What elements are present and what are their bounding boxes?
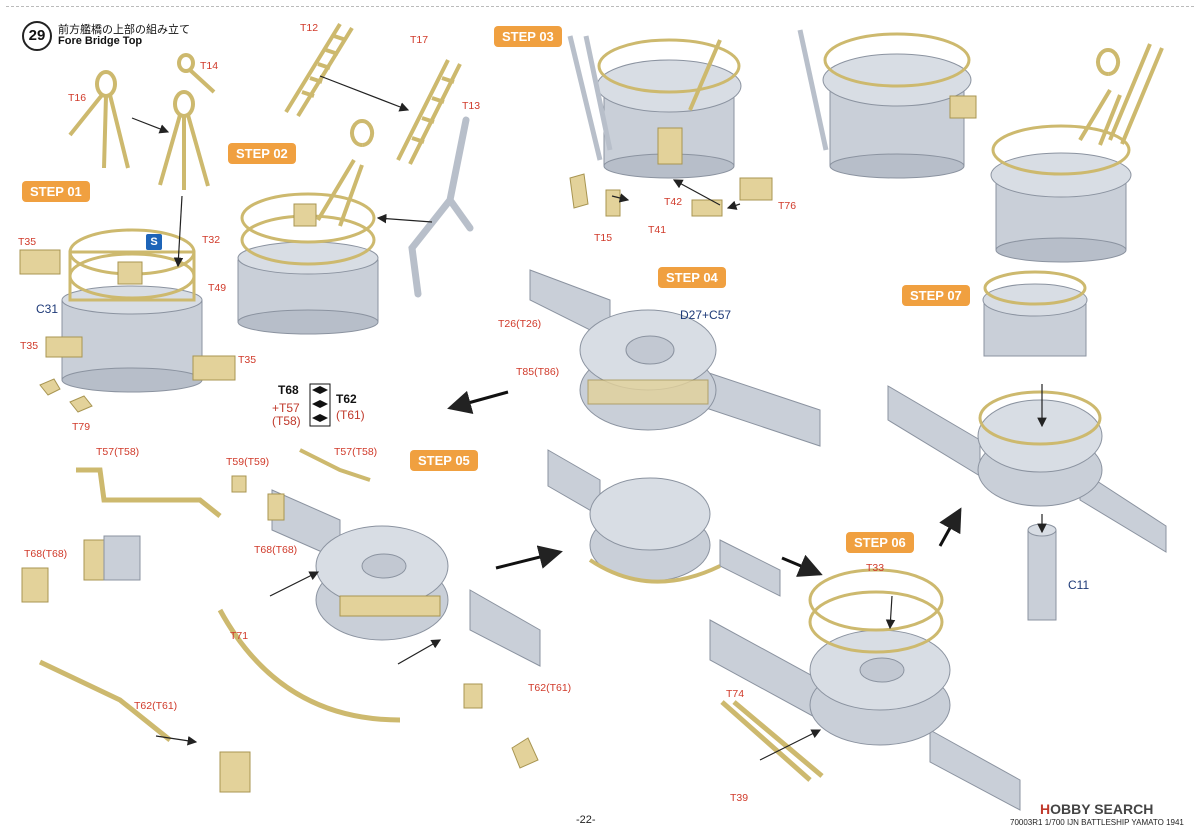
step-01-badge: STEP 01 <box>22 181 90 202</box>
label-t14: T14 <box>200 60 219 72</box>
label-t79: T79 <box>72 421 91 433</box>
label-t62-a: T62(T61) <box>134 700 178 712</box>
label-t71: T71 <box>230 630 249 642</box>
watermark: HOBBY SEARCH <box>1040 801 1153 817</box>
label-t41: T41 <box>648 224 667 236</box>
part-t35-left <box>19 249 61 275</box>
watermark-logo: H <box>1040 801 1051 817</box>
label-t33: T33 <box>866 562 885 574</box>
label-t57-b: T57(T58) <box>334 446 378 458</box>
step-05-badge: STEP 05 <box>410 450 478 471</box>
mast-t13 <box>408 116 474 298</box>
tripod-parts <box>68 53 216 190</box>
label-t16: T16 <box>68 92 87 104</box>
step01-bridge-tower <box>19 228 236 413</box>
completed-tower-b <box>990 43 1164 263</box>
apply-symbol-icon <box>309 383 331 427</box>
assembly-arrows <box>131 75 1047 761</box>
title-english: Fore Bridge Top <box>58 35 143 47</box>
label-t68-note: T68 <box>278 383 299 397</box>
step04-rangefinder <box>529 269 821 447</box>
ladder-t17 <box>396 59 462 165</box>
label-t49: T49 <box>208 282 227 294</box>
label-t62-b: T62(T61) <box>528 682 572 694</box>
label-c31: C31 <box>36 302 59 316</box>
step02-bridge-tower <box>237 119 379 335</box>
page-number: -22- <box>576 814 596 826</box>
step-04-badge: STEP 04 <box>658 267 726 288</box>
label-t57-a: T57(T58) <box>96 446 140 458</box>
step-number-circle: 29 <box>22 21 52 51</box>
label-t85: T85(T86) <box>516 366 560 378</box>
title-japanese: 前方艦橋の上部の組み立て <box>58 23 190 36</box>
label-t35-a: T35 <box>18 236 37 248</box>
label-t59: T59(T59) <box>226 456 270 468</box>
label-t68-b: T68(T68) <box>254 544 298 556</box>
label-t76: T76 <box>778 200 797 212</box>
completed-tower-a <box>797 29 977 179</box>
label-t35-c: T35 <box>238 354 257 366</box>
label-t26: T26(T26) <box>498 318 542 330</box>
step-06-badge: STEP 06 <box>846 532 914 553</box>
part-c11-column <box>1027 529 1057 621</box>
watermark-text: OBBY SEARCH <box>1050 801 1154 817</box>
step05-rangefinder <box>271 489 541 667</box>
label-t39: T39 <box>730 792 749 804</box>
step-transition-arrows <box>447 390 962 577</box>
label-t35-b: T35 <box>20 340 39 352</box>
step-02-badge: STEP 02 <box>228 143 296 164</box>
s-mark-icon: S <box>146 234 162 250</box>
label-t13: T13 <box>462 100 481 112</box>
label-t42: T42 <box>664 196 683 208</box>
label-t61-note: (T61) <box>336 408 365 422</box>
step-07-badge: STEP 07 <box>902 285 970 306</box>
rangefinder-with-rails <box>547 449 781 597</box>
step06-rangefinder <box>709 568 1021 811</box>
step-03-badge: STEP 03 <box>494 26 562 47</box>
label-t62-note: T62 <box>336 392 357 406</box>
small-detail-parts <box>21 448 539 793</box>
label-c11: C11 <box>1068 578 1090 592</box>
label-t15: T15 <box>594 232 613 244</box>
label-t68-a: T68(T68) <box>24 548 68 560</box>
step07-assembly <box>887 270 1167 621</box>
step03-bridge-tower <box>567 35 773 217</box>
kit-footer: 70003R1 1/700 IJN BATTLESHIP YAMATO 1941 <box>1010 818 1184 827</box>
top-border <box>6 6 1194 8</box>
label-t74: T74 <box>726 688 745 700</box>
label-t17: T17 <box>410 34 429 46</box>
label-t58-note: (T58) <box>272 414 301 428</box>
ladder-t12 <box>284 22 354 118</box>
label-d27-c57: D27+C57 <box>680 308 732 322</box>
label-t57-note: +T57 <box>272 401 300 415</box>
label-t12: T12 <box>300 22 319 34</box>
label-t32: T32 <box>202 234 221 246</box>
